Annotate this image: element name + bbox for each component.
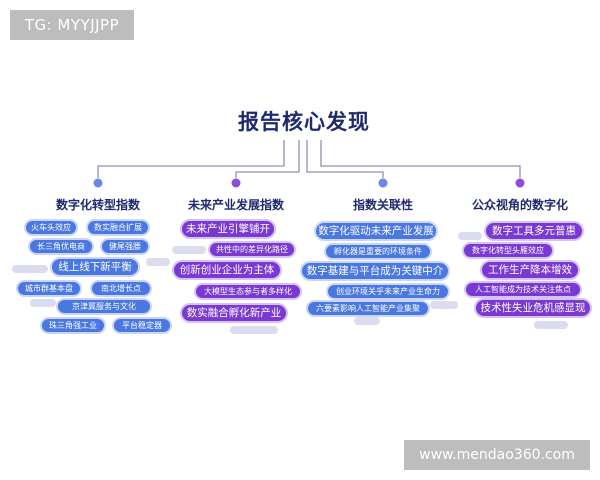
column-title-3: 指数关联性 xyxy=(352,198,413,212)
finding-pill: 数字化驱动未来产业发展 xyxy=(314,221,438,241)
decorative-bar xyxy=(12,265,48,273)
finding-pill: 火车头效应 xyxy=(24,219,78,236)
decorative-bar xyxy=(146,258,170,266)
decorative-bar xyxy=(534,321,568,329)
connector-line-2 xyxy=(235,140,300,178)
finding-pill: 线上线下新平衡 xyxy=(50,257,140,277)
finding-pill: 长三角优电商 xyxy=(28,238,94,255)
finding-pill: 数字工具多元普惠 xyxy=(484,221,584,241)
finding-pill: 技术性失业危机感显现 xyxy=(474,298,592,318)
finding-pill: 平台稳定器 xyxy=(112,317,172,334)
decorative-bar xyxy=(172,246,206,254)
connector-line-3 xyxy=(306,140,384,178)
finding-pill: 工作生产降本增效 xyxy=(480,260,580,280)
finding-pill: 共性中的差异化路径 xyxy=(208,241,296,258)
decorative-bar xyxy=(30,299,56,307)
finding-pill: 数字基建与平台成为关键中介 xyxy=(300,261,450,281)
finding-pill: 数实融合孵化新产业 xyxy=(180,303,288,323)
finding-pill: 珠三角强工业 xyxy=(40,317,106,334)
finding-pill: 城市群基本盘 xyxy=(16,280,82,297)
decorative-bar xyxy=(354,317,380,325)
column-node-1 xyxy=(93,178,103,188)
decorative-bar xyxy=(230,326,278,334)
finding-pill: 健尾强腰 xyxy=(100,238,150,255)
watermark-top: TG: MYYJJPP xyxy=(10,10,134,40)
watermark-bottom: www.mendao360.com xyxy=(404,440,590,470)
finding-pill: 南北增长点 xyxy=(90,280,152,297)
column-node-3 xyxy=(378,178,388,188)
finding-pill: 数实融合扩展 xyxy=(86,219,150,236)
column-node-4 xyxy=(515,178,525,188)
connector-line-1 xyxy=(97,140,285,178)
column-title-4: 公众视角的数字化 xyxy=(471,198,568,212)
finding-pill: 未来产业引擎铺开 xyxy=(180,219,276,239)
decorative-bar xyxy=(458,232,482,240)
column-title-2: 未来产业发展指数 xyxy=(187,198,284,212)
finding-pill: 创业环境关乎未来产业生命力 xyxy=(326,283,450,300)
finding-pill: 六要素影响人工智能产业集聚 xyxy=(306,300,430,317)
connector-line-4 xyxy=(320,140,521,178)
page-title: 报告核心发现 xyxy=(238,110,370,134)
decorative-bar xyxy=(430,301,458,309)
finding-pill: 孵化器是重要的环境条件 xyxy=(324,243,432,260)
finding-pill: 数字化转型头雁效应 xyxy=(462,242,554,259)
finding-pill: 京津冀服务与文化 xyxy=(56,298,152,315)
finding-pill: 人工智能成为技术关注焦点 xyxy=(464,281,582,298)
column-node-2 xyxy=(231,178,241,188)
finding-pill: 大模型生态参与者多样化 xyxy=(194,283,302,300)
finding-pill: 创新创业企业为主体 xyxy=(172,260,282,280)
column-title-1: 数字化转型指数 xyxy=(55,198,140,212)
